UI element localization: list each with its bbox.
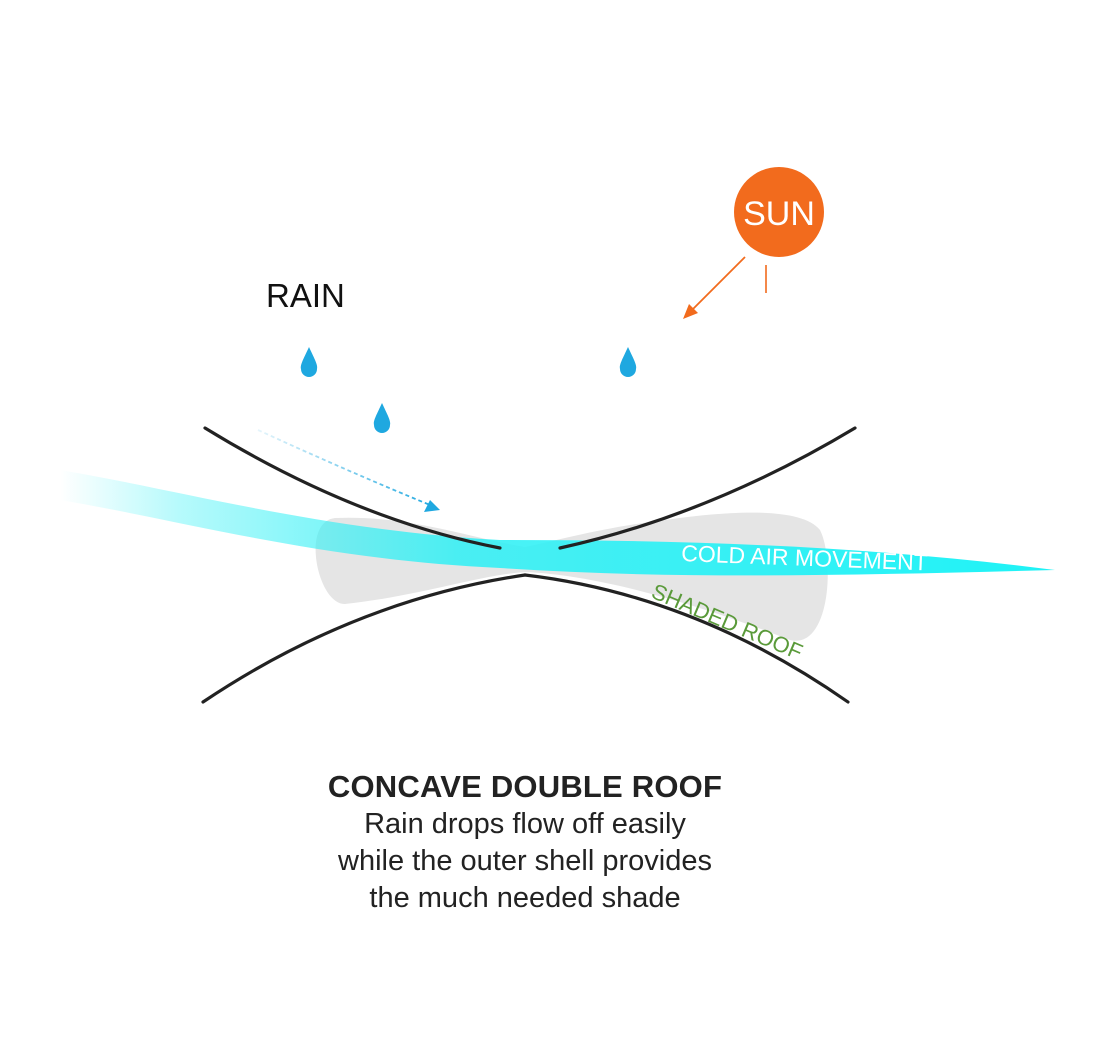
caption-line: the much needed shade — [369, 882, 681, 914]
sun-icon — [734, 167, 824, 257]
rain-drop-icon — [373, 403, 391, 433]
rain-runoff-arrow-icon — [257, 429, 440, 512]
caption-block: CONCAVE DOUBLE ROOF Rain drops flow off … — [0, 768, 1050, 917]
upper-roof-left — [203, 426, 502, 550]
rain-drop-icon — [619, 347, 637, 377]
caption-line: while the outer shell provides — [338, 845, 712, 877]
lower-roof-right — [523, 573, 850, 704]
caption-title: CONCAVE DOUBLE ROOF — [327, 769, 723, 804]
sun-label: SUN — [743, 195, 815, 233]
rain-drop-icon — [300, 347, 318, 377]
caption-line: Rain drops flow off easily — [364, 808, 686, 840]
sun-ray-arrow-icon — [683, 256, 746, 319]
upper-roof-right — [558, 426, 857, 550]
rain-label: RAIN — [266, 277, 345, 314]
cold-air-band — [60, 470, 1055, 576]
lower-roof-left — [201, 573, 527, 704]
